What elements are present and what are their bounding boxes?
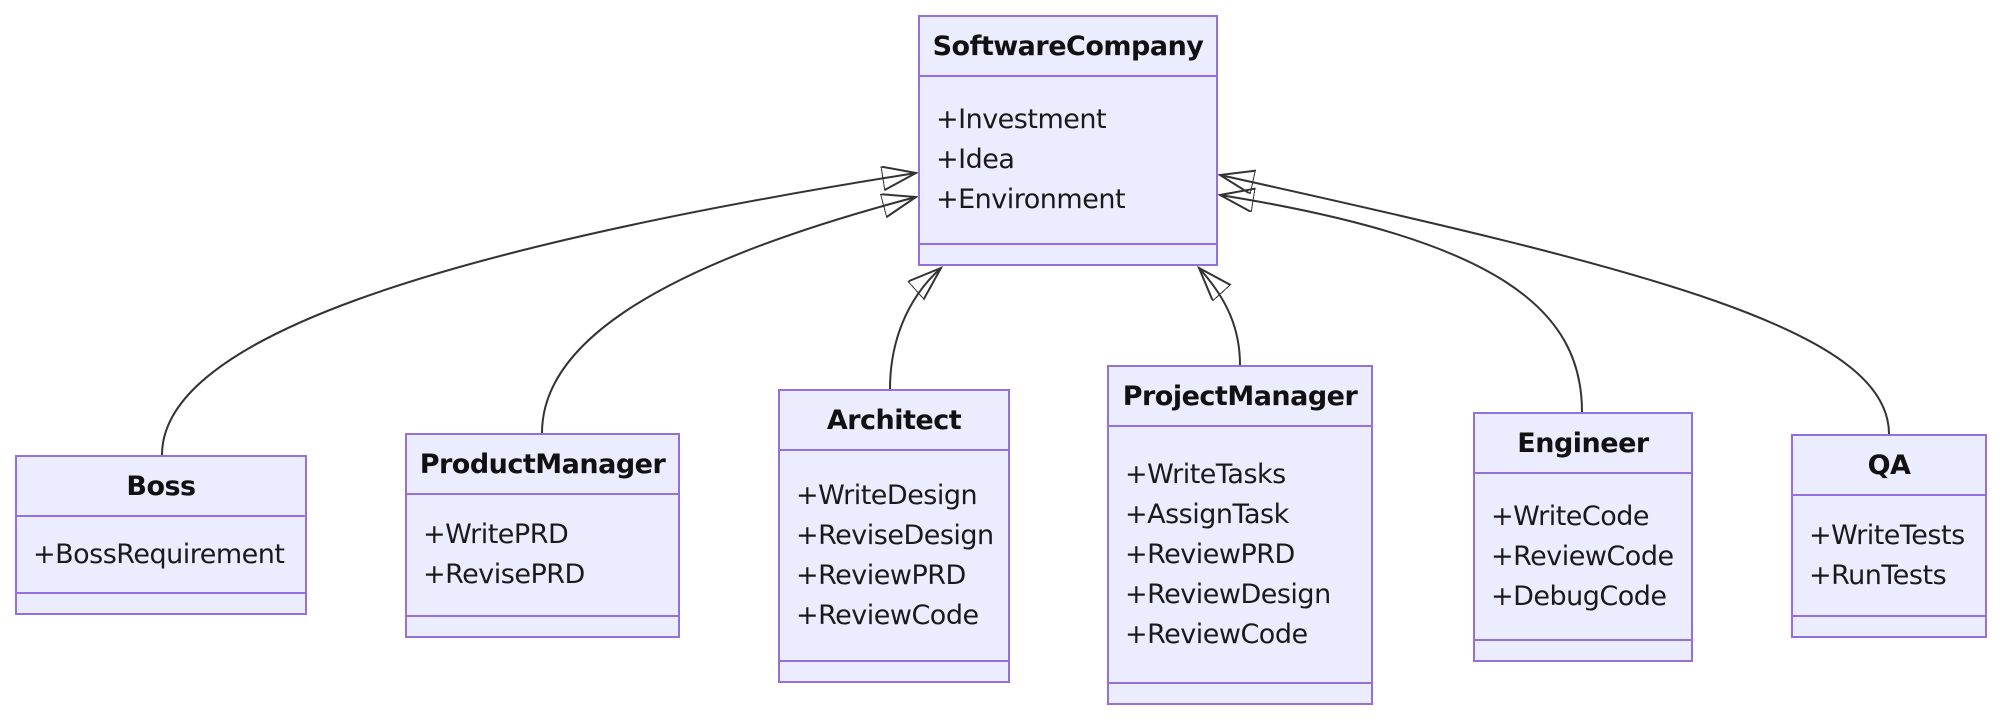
class-attribute: +ReviewPRD — [796, 559, 966, 591]
class-attribute: +WriteCode — [1491, 500, 1650, 532]
class-title: ProductManager — [407, 435, 678, 495]
class-title: Boss — [17, 457, 305, 517]
edge-engineer-to-softwarecompany — [1220, 195, 1583, 413]
class-attribute: +WriteTasks — [1125, 458, 1286, 490]
class-attribute: +ReviseDesign — [796, 519, 994, 551]
class-attributes-section: +WriteTasks +AssignTask +ReviewPRD +Revi… — [1109, 427, 1371, 682]
class-attributes-section: +WriteCode +ReviewCode +DebugCode — [1475, 474, 1691, 639]
class-attribute: +WriteDesign — [796, 479, 978, 511]
class-attribute: +Idea — [936, 144, 1015, 175]
class-attribute: +AssignTask — [1125, 498, 1289, 530]
class-attribute: +Environment — [936, 184, 1126, 215]
class-node-projectmanager: ProjectManager +WriteTasks +AssignTask +… — [1107, 365, 1373, 705]
class-title: ProjectManager — [1109, 367, 1371, 427]
class-title: SoftwareCompany — [920, 17, 1216, 77]
class-attribute: +ReviewCode — [1491, 540, 1674, 572]
class-title: QA — [1793, 436, 1985, 496]
class-attribute: +Investment — [936, 104, 1107, 135]
class-attribute: +WriteTests — [1809, 519, 1965, 551]
edge-boss-to-softwarecompany — [161, 173, 916, 456]
class-node-boss: Boss +BossRequirement — [15, 455, 307, 615]
class-methods-section — [780, 660, 1008, 681]
class-methods-section — [1475, 639, 1691, 660]
class-attribute: +ReviewPRD — [1125, 538, 1295, 570]
class-attribute: +WritePRD — [423, 519, 569, 550]
class-title: Engineer — [1475, 414, 1691, 474]
class-node-qa: QA +WriteTests +RunTests — [1791, 434, 1987, 638]
class-methods-section — [1793, 615, 1985, 636]
class-attributes-section: +BossRequirement — [17, 517, 305, 592]
class-node-architect: Architect +WriteDesign +ReviseDesign +Re… — [778, 389, 1010, 683]
edge-projectmanager-to-softwarecompany — [1199, 268, 1241, 366]
class-attribute: +RevisePRD — [423, 559, 585, 590]
class-attributes-section: +WritePRD +RevisePRD — [407, 495, 678, 615]
edge-productmanager-to-softwarecompany — [541, 197, 916, 434]
class-attributes-section: +WriteDesign +ReviseDesign +ReviewPRD +R… — [780, 451, 1008, 660]
class-methods-section — [407, 615, 678, 636]
class-attributes-section: +Investment +Idea +Environment — [920, 77, 1216, 243]
class-node-engineer: Engineer +WriteCode +ReviewCode +DebugCo… — [1473, 412, 1693, 662]
class-attributes-section: +WriteTests +RunTests — [1793, 496, 1985, 615]
class-methods-section — [17, 592, 305, 613]
class-methods-section — [1109, 682, 1371, 703]
class-attribute: +ReviewCode — [796, 599, 979, 631]
edge-qa-to-softwarecompany — [1220, 175, 1890, 435]
class-attribute: +DebugCode — [1491, 580, 1667, 612]
edge-architect-to-softwarecompany — [889, 268, 941, 390]
class-title: Architect — [780, 391, 1008, 451]
class-attribute: +RunTests — [1809, 559, 1947, 591]
class-methods-section — [920, 243, 1216, 264]
class-node-productmanager: ProductManager +WritePRD +RevisePRD — [405, 433, 680, 638]
class-attribute: +ReviewDesign — [1125, 578, 1331, 610]
class-attribute: +BossRequirement — [33, 538, 285, 570]
class-node-softwarecompany: SoftwareCompany +Investment +Idea +Envir… — [918, 15, 1218, 266]
class-attribute: +ReviewCode — [1125, 618, 1308, 650]
